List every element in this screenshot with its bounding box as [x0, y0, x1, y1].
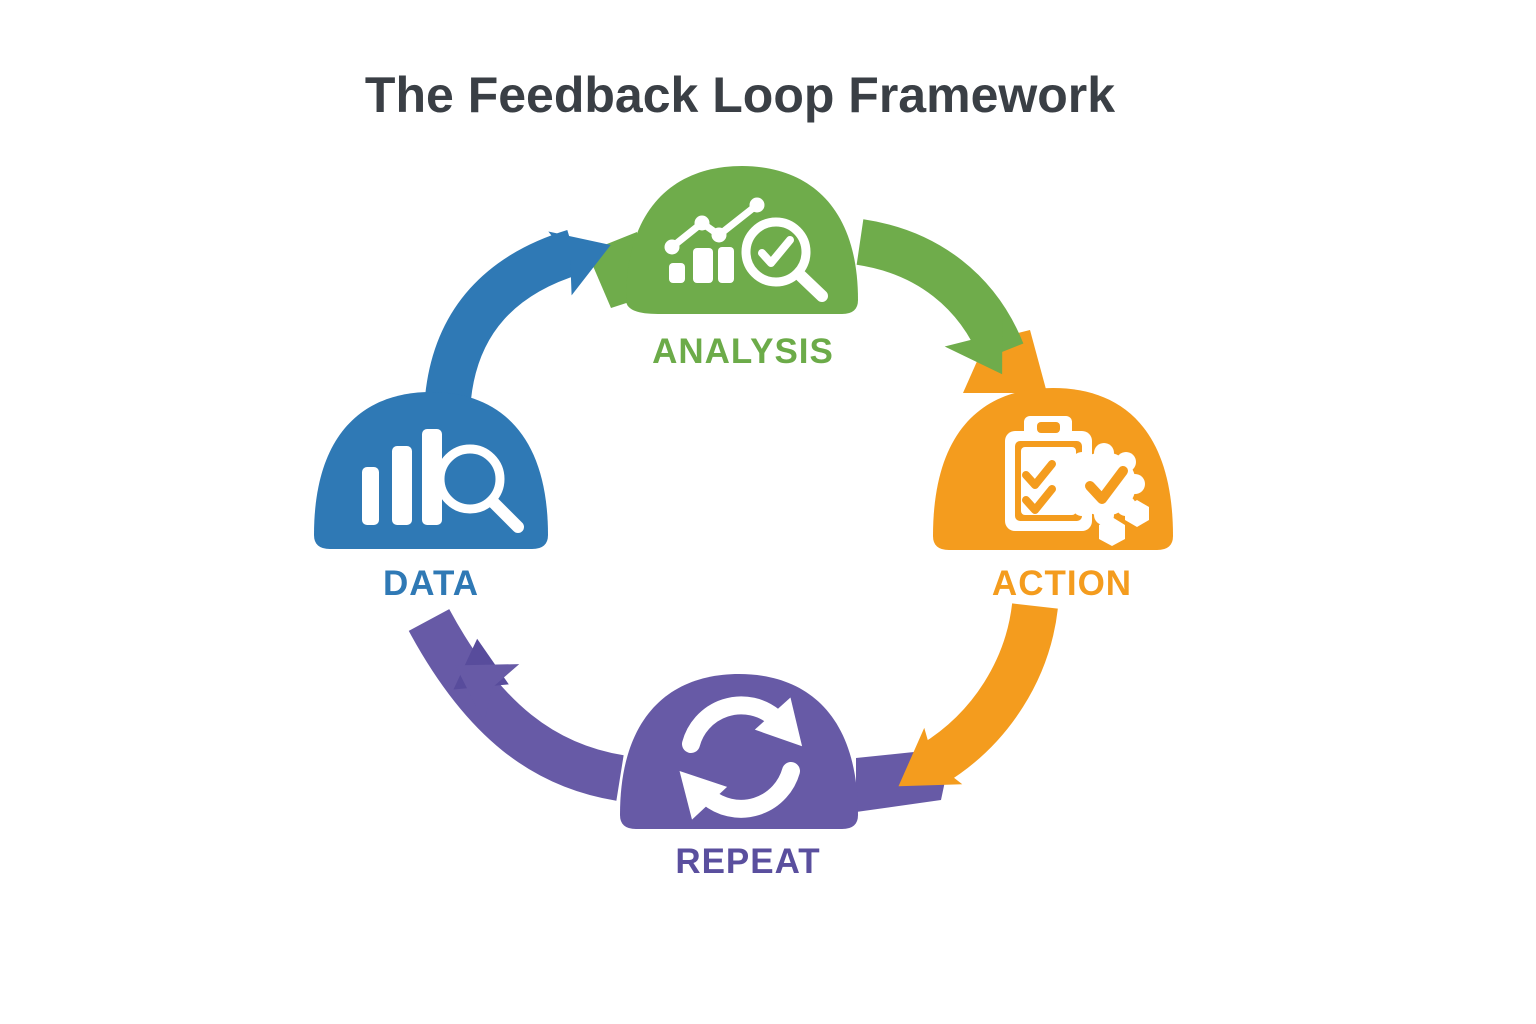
- bar: [422, 429, 442, 525]
- magnifier-handle: [795, 270, 828, 302]
- magnifier-ring: [435, 444, 505, 514]
- sync-arrowhead-left: [679, 771, 728, 820]
- bar: [693, 248, 713, 283]
- hex-accent: [1125, 500, 1149, 527]
- badge-check-mark: [1085, 466, 1128, 504]
- magnifier-ring: [741, 217, 811, 287]
- arrow-repeat-to-data: [408, 609, 625, 801]
- trend-dot: [749, 197, 765, 213]
- node-analysis: [626, 166, 858, 314]
- arrow-data-to-analysis: [425, 230, 582, 401]
- line-chart-magnifier-check-icon: [664, 197, 828, 302]
- trend-dot: [711, 227, 727, 243]
- flow-arrows: [408, 219, 1058, 801]
- page-title: The Feedback Loop Framework: [365, 67, 1115, 123]
- label-data: DATA: [383, 564, 479, 603]
- trend-line: [668, 201, 761, 251]
- node-repeat: [620, 674, 858, 829]
- bar-chart-magnifier-icon: [362, 429, 524, 533]
- bar: [392, 446, 412, 525]
- clipboard-checklist-badge-icon: [1005, 416, 1149, 546]
- arrowhead-repeat-to-data: [455, 664, 520, 723]
- label-analysis: ANALYSIS: [652, 332, 834, 371]
- bar: [669, 263, 685, 283]
- arrowhead-data-to-analysis: [548, 231, 611, 296]
- trend-dot: [694, 215, 710, 231]
- arrowhead-action-to-repeat: [898, 727, 963, 787]
- bar: [718, 247, 734, 283]
- clip-slot: [1037, 422, 1060, 433]
- sync-arrows-icon: [679, 696, 803, 820]
- sync-arrowhead-right: [754, 697, 803, 747]
- arrow-action-to-repeat: [920, 602, 1058, 784]
- magnifier-handle: [488, 497, 524, 533]
- sync-arc-top: [682, 696, 783, 753]
- check-mark: [1022, 460, 1056, 489]
- node-data: [314, 392, 548, 549]
- node-action: [933, 388, 1173, 550]
- arrow-analysis-to-action: [856, 219, 1024, 362]
- trend-dot: [664, 239, 680, 255]
- sync-arc-bottom: [699, 762, 800, 818]
- arrowhead-analysis-to-action: [944, 310, 1003, 375]
- bar: [362, 467, 379, 525]
- label-repeat: REPEAT: [675, 842, 820, 881]
- hex-accent: [1099, 517, 1125, 546]
- clipboard-paper: [1021, 447, 1076, 515]
- check-mark: [758, 236, 794, 267]
- repeat-dome: [620, 674, 858, 829]
- check-mark: [1022, 485, 1056, 514]
- label-action: ACTION: [992, 564, 1132, 603]
